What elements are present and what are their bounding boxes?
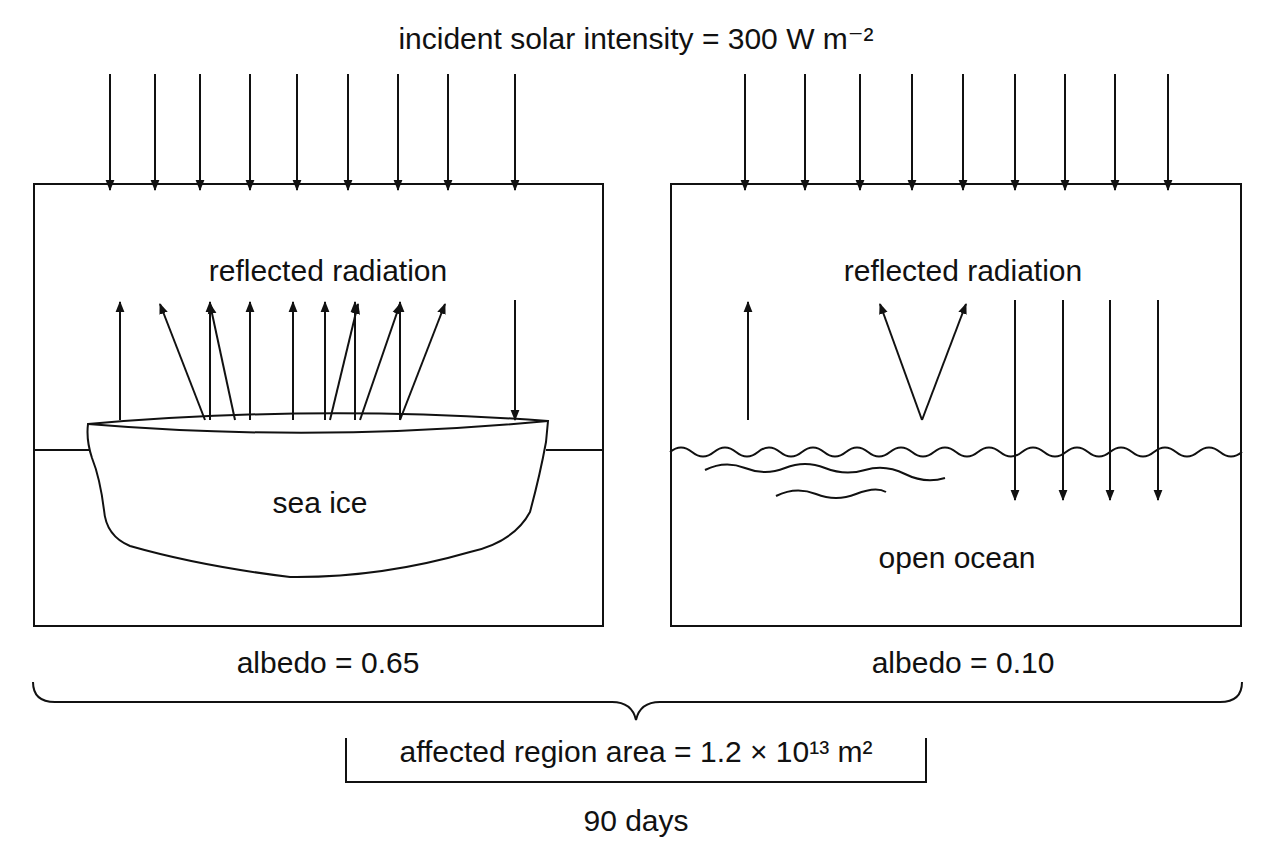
radiation-arrow [922,304,966,420]
incident-arrow [804,74,806,190]
incident-arrow [397,74,399,190]
radiation-arrow [354,302,356,420]
incident-arrow [962,74,964,190]
radiation-arrow [880,304,922,420]
radiation-arrow [119,302,121,420]
albedo-label: albedo = 0.10 [869,646,1058,679]
incident-arrow [1114,74,1116,190]
radiation-arrow [400,304,445,420]
incident-arrow [296,74,298,190]
wave [776,489,886,498]
duration-label: 90 days [580,804,691,837]
incident-arrow [1014,74,1016,190]
panel-box: reflected radiationopen oceanalbedo = 0.… [670,183,1242,627]
surface-label: sea ice [269,486,370,519]
brace [33,682,1242,720]
ocean-surface [670,448,1242,457]
reflected-arrows [120,300,1158,500]
incident-arrows [110,74,1168,190]
title: incident solar intensity = 300 W m⁻² [395,22,876,55]
incident-arrow [109,74,111,190]
radiation-arrow [292,302,294,420]
radiation-arrow [249,302,251,420]
radiation-arrow [747,302,749,420]
radiation-arrow [1157,300,1159,500]
radiation-arrow [1062,300,1064,500]
albedo-label: albedo = 0.65 [234,646,423,679]
radiation-arrow [360,304,400,420]
radiation-label: reflected radiation [206,254,450,287]
incident-arrow [249,74,251,190]
radiation-arrow [399,302,401,420]
area-label: affected region area = 1.2 × 10¹³ m² [396,735,875,768]
radiation-arrow [1109,300,1111,500]
incident-arrow [1167,74,1169,190]
radiation-arrow [210,304,235,420]
incident-arrow [514,74,516,190]
incident-arrow [154,74,156,190]
radiation-label: reflected radiation [841,254,1085,287]
incident-arrow [1064,74,1066,190]
incident-arrow [347,74,349,190]
radiation-arrow [1014,300,1016,500]
radiation-arrow [324,302,326,420]
incident-arrow [744,74,746,190]
incident-arrow [447,74,449,190]
radiation-arrow [160,304,205,420]
incident-arrow [199,74,201,190]
surface-label: open ocean [876,541,1039,574]
radiation-arrow [209,302,211,420]
panel-box: reflected radiationsea icealbedo = 0.65 [33,183,604,627]
radiation-arrow [330,304,358,420]
wave [705,464,945,480]
sea-ice-surface [88,421,548,433]
incident-arrow [911,74,913,190]
radiation-arrow [514,300,516,420]
incident-arrow [859,74,861,190]
sea-ice-shape [88,413,549,577]
